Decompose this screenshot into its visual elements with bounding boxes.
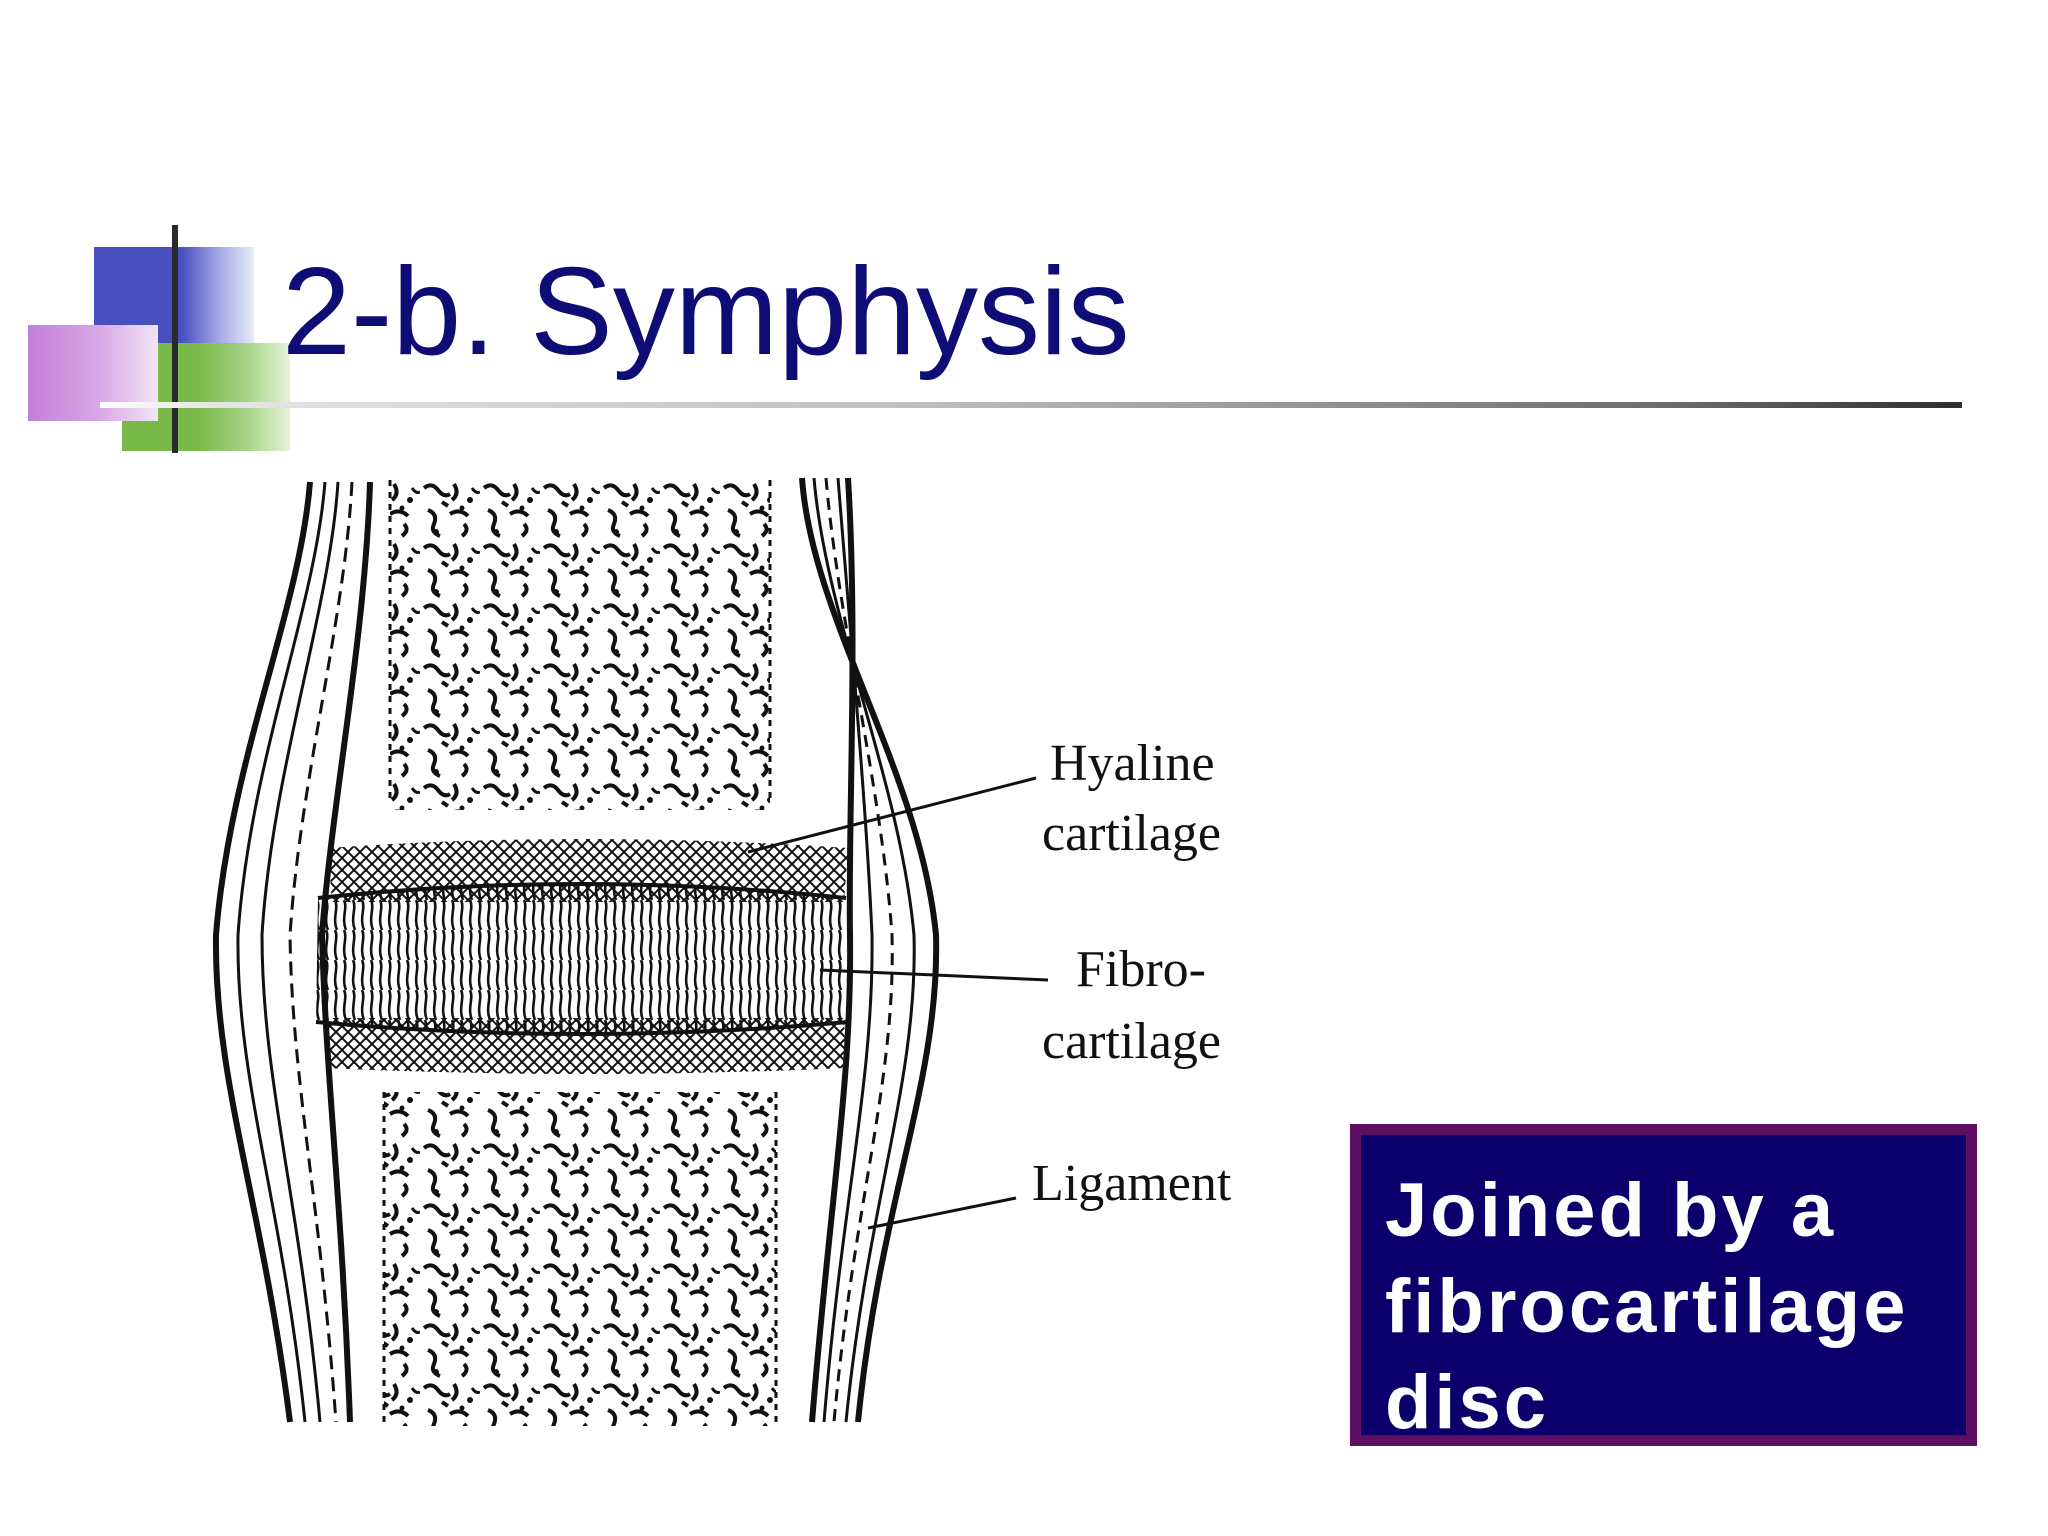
callout-box: Joined by a fibrocartilage disc [1350, 1124, 1977, 1446]
title-underline [100, 402, 1962, 408]
slide-title: 2-b. Symphysis [282, 243, 1130, 381]
lower-bone [382, 1092, 778, 1426]
leader-lines [747, 776, 1049, 1230]
fibrocartilage-disc [315, 882, 849, 1036]
label-hyaline-line1: Hyaline [1050, 735, 1215, 792]
upper-bone [388, 480, 772, 810]
label-fibro-line2: cartilage [1042, 1013, 1221, 1070]
right-ligament [799, 477, 940, 1423]
label-hyaline-line2: cartilage [1042, 805, 1221, 862]
label-fibro-line1: Fibro- [1076, 941, 1206, 998]
logo-vertical-bar [172, 225, 178, 453]
callout-text: Joined by a fibrocartilage disc [1361, 1135, 1966, 1445]
label-ligament: Ligament [1032, 1155, 1232, 1212]
